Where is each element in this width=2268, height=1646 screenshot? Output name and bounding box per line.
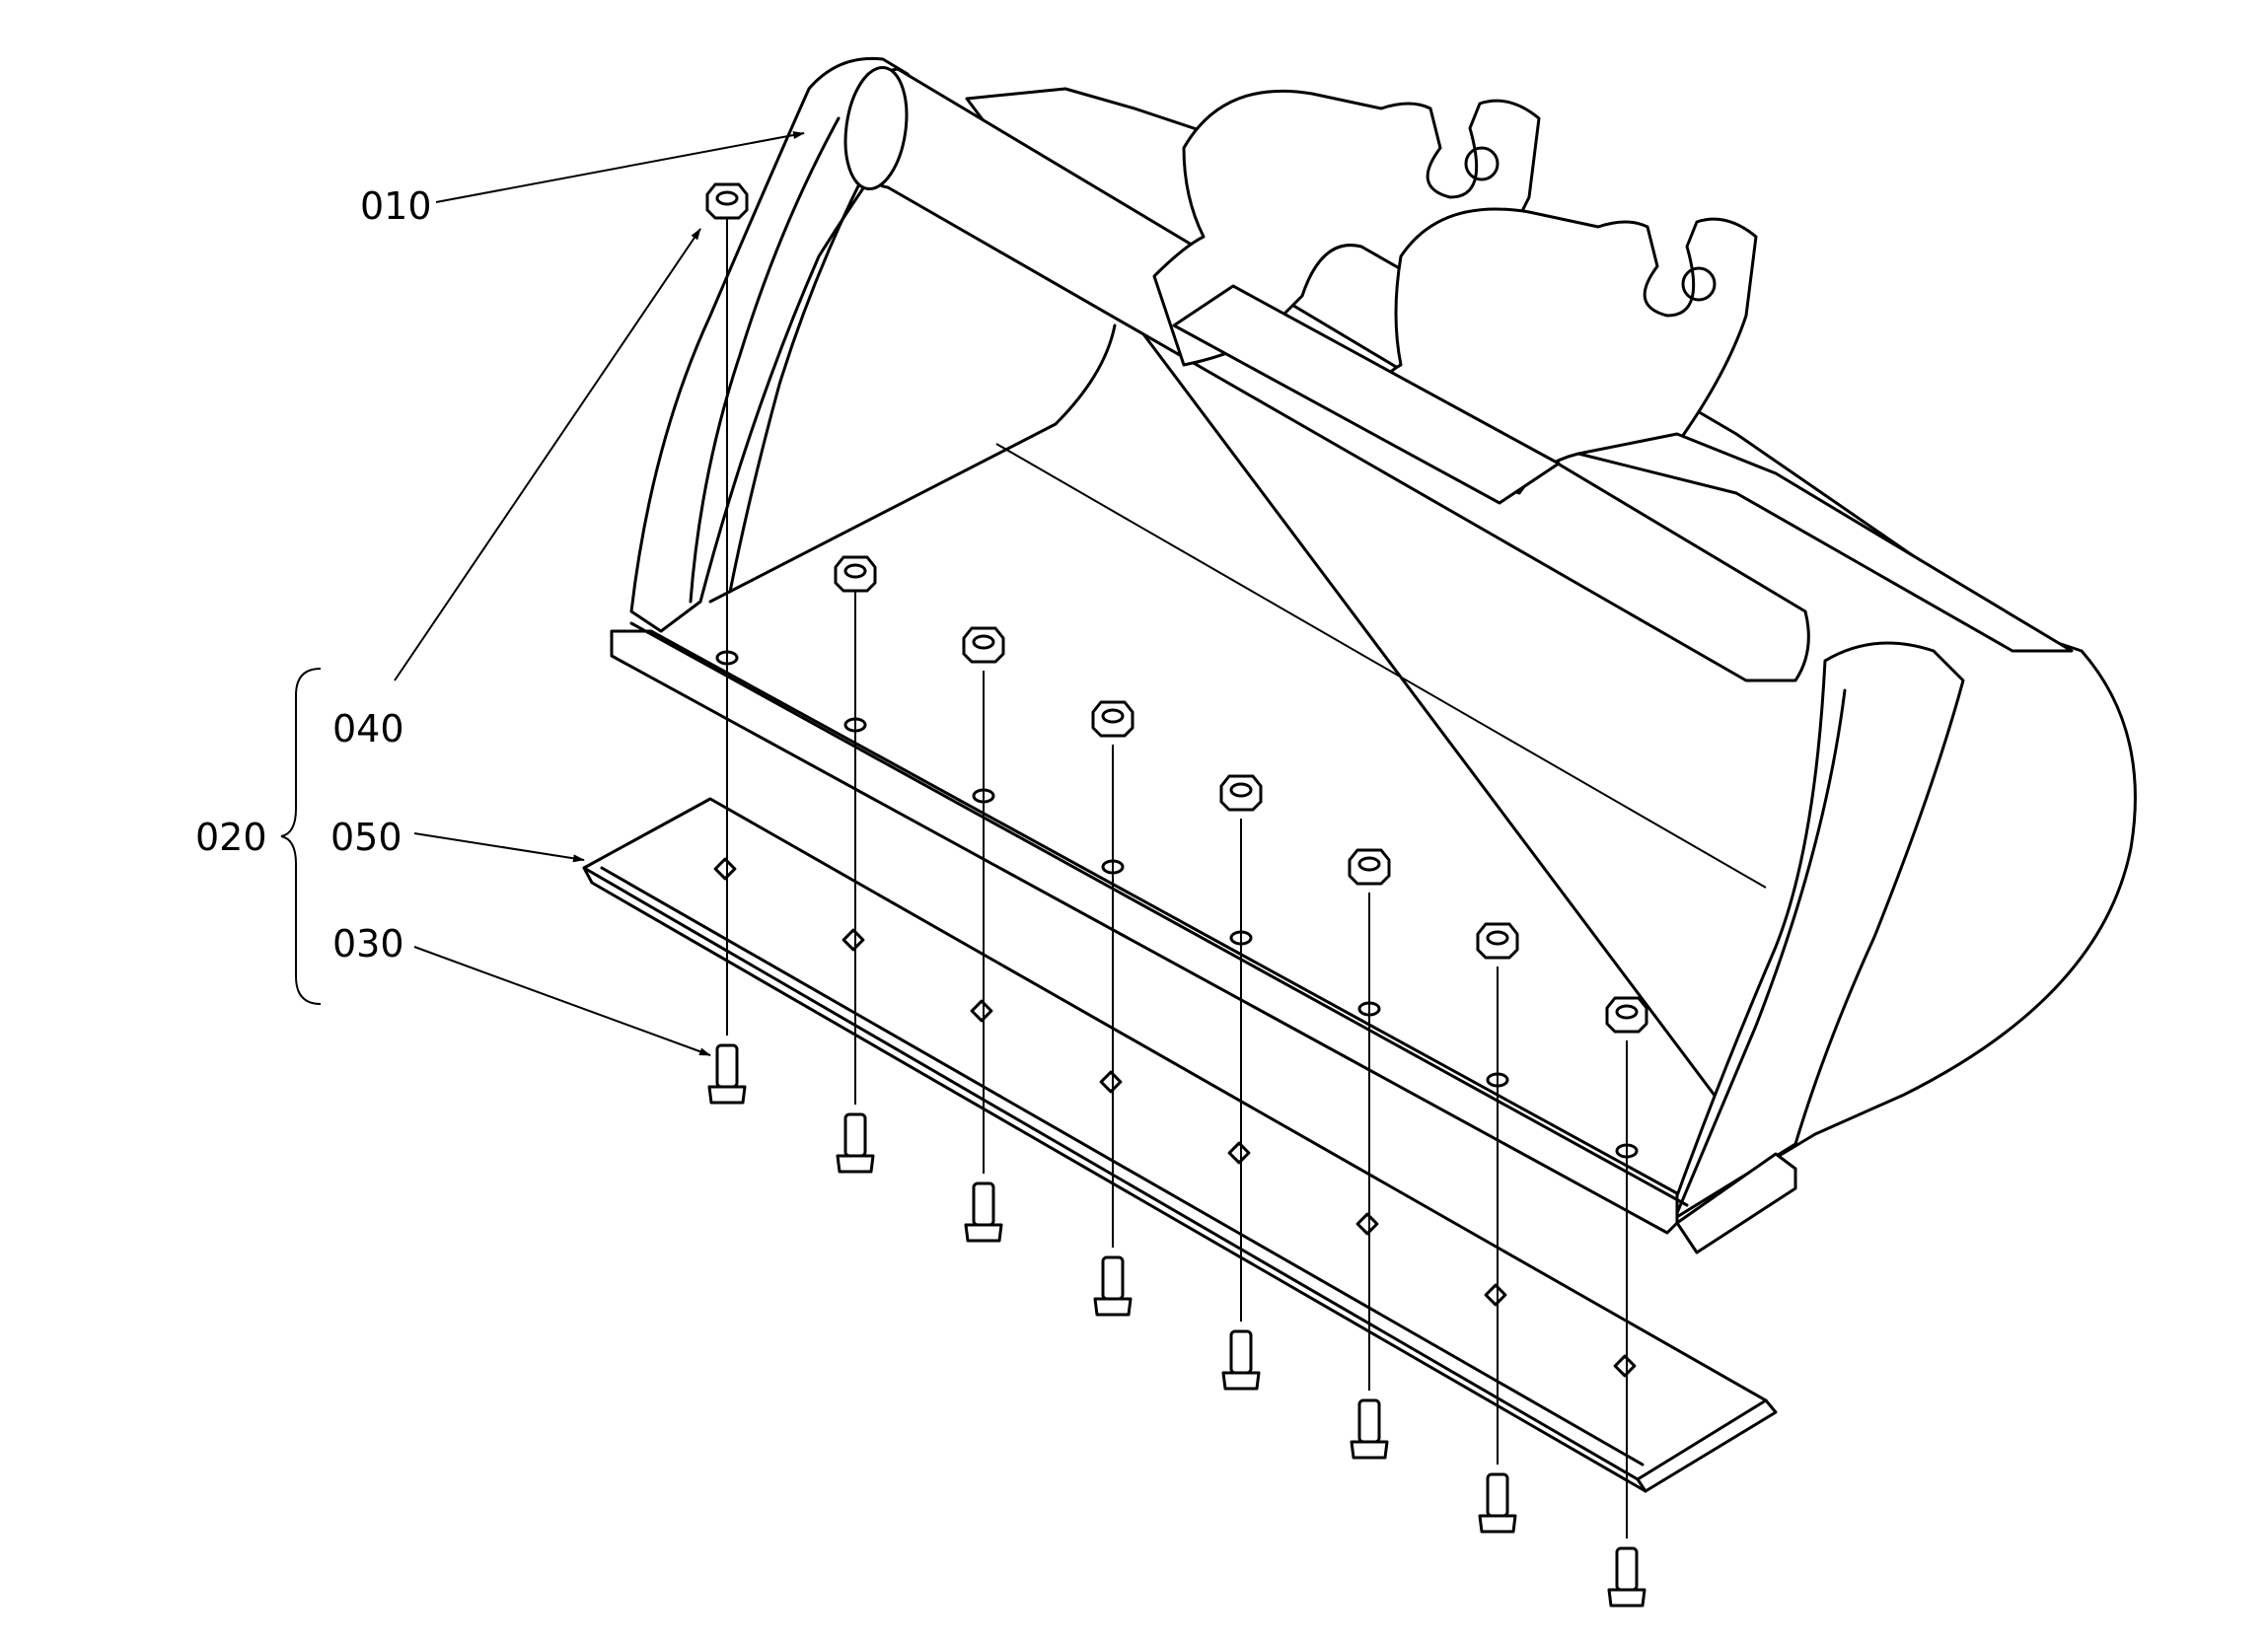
bolt (1350, 1398, 1389, 1460)
callout-020: 020 (195, 816, 267, 859)
flange-nuts (705, 182, 1648, 1034)
bolt (707, 1043, 747, 1105)
callout-030: 030 (332, 922, 404, 966)
nut (962, 626, 1005, 664)
bolt (836, 1112, 875, 1174)
fastener-centre-lines (726, 217, 1628, 1539)
bolt (1478, 1472, 1517, 1534)
nut (1476, 922, 1519, 960)
nut (1348, 848, 1391, 886)
cutting-edge-blade (582, 797, 1778, 1493)
nut (1605, 996, 1648, 1034)
bolt (1607, 1546, 1646, 1608)
bolt (1221, 1329, 1261, 1391)
nut (1219, 774, 1263, 812)
leader-lines (394, 131, 805, 1056)
callout-040: 040 (332, 707, 404, 751)
plow-bolts (707, 1043, 1646, 1608)
bolt (964, 1181, 1003, 1243)
callout-050: 050 (330, 816, 402, 859)
callout-010: 010 (360, 184, 432, 228)
group-brace (280, 668, 322, 1005)
bucket-body (610, 56, 2137, 1254)
nut (705, 182, 749, 220)
bolt (1093, 1255, 1133, 1317)
nut (834, 555, 877, 593)
blade-square-holes (713, 857, 1637, 1378)
nut (1091, 700, 1134, 738)
